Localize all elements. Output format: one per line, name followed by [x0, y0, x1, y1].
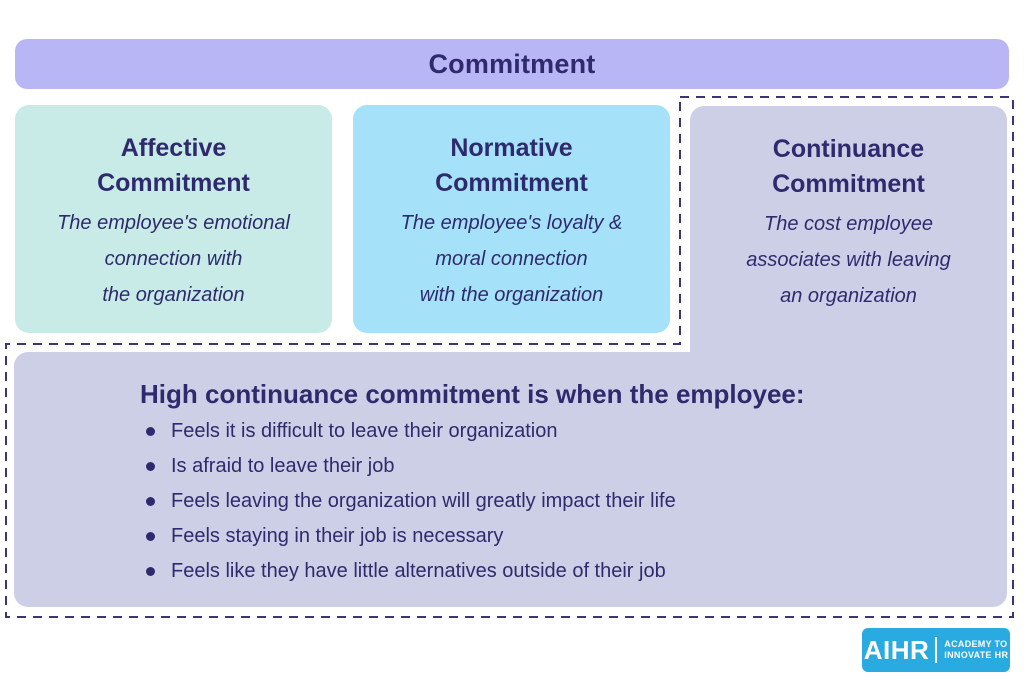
normative-commitment-card: Normative Commitment The employee's loya… — [353, 105, 670, 333]
bullet-text: Feels staying in their job is necessary — [171, 525, 504, 547]
card-description: The employee's emotional connection with… — [57, 212, 290, 306]
card-title: Normative Commitment — [435, 134, 588, 197]
bullet-text: Feels it is difficult to leave their org… — [171, 420, 558, 442]
card-description: The cost employee associates with leavin… — [746, 213, 951, 307]
logo-tagline: ACADEMY TO INNOVATE HR — [944, 639, 1009, 660]
bullet-dot-icon — [146, 462, 155, 471]
commitment-header-bar: Commitment — [15, 39, 1009, 89]
continuance-commitment-card: Continuance Commitment The cost employee… — [690, 106, 1007, 366]
bullet-dot-icon — [146, 497, 155, 506]
bullet-item: Feels leaving the organization will grea… — [140, 484, 987, 519]
bullet-list: Feels it is difficult to leave their org… — [140, 414, 987, 589]
panel-heading: High continuance commitment is when the … — [140, 379, 805, 409]
bullet-item: Feels it is difficult to leave their org… — [140, 414, 987, 449]
bullet-dot-icon — [146, 532, 155, 541]
logo-divider — [935, 637, 938, 663]
bullet-item: Feels like they have little alternatives… — [140, 554, 987, 589]
card-description: The employee's loyalty & moral connectio… — [400, 212, 623, 306]
bullet-item: Feels staying in their job is necessary — [140, 519, 987, 554]
logo-name: AIHR — [863, 634, 930, 665]
bullet-item: Is afraid to leave their job — [140, 449, 987, 484]
bullet-text: Is afraid to leave their job — [171, 455, 395, 477]
page-title: Commitment — [428, 48, 596, 79]
card-title: Affective Commitment — [97, 134, 250, 197]
bullet-dot-icon — [146, 427, 155, 436]
bullet-text: Feels like they have little alternatives… — [171, 560, 666, 582]
card-title: Continuance Commitment — [772, 135, 925, 198]
aihr-logo: AIHR ACADEMY TO INNOVATE HR — [862, 628, 1010, 672]
bullet-dot-icon — [146, 567, 155, 576]
bullet-text: Feels leaving the organization will grea… — [171, 490, 676, 512]
affective-commitment-card: Affective Commitment The employee's emot… — [15, 105, 332, 333]
high-continuance-panel: High continuance commitment is when the … — [14, 352, 1007, 607]
